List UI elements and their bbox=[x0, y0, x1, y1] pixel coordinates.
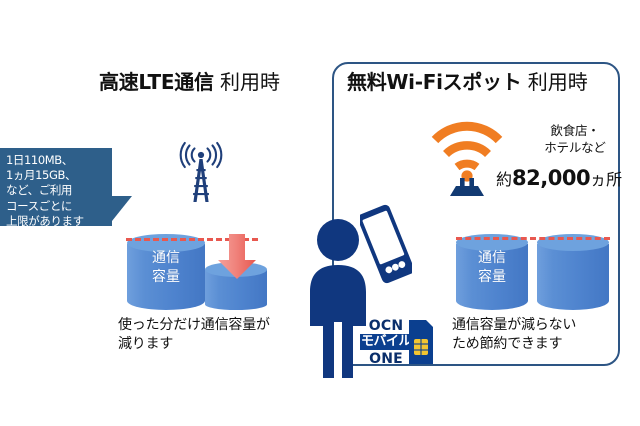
data-capacity-label: 通信 容量 bbox=[478, 250, 506, 285]
lte-section-title: 高速LTE通信 利用時 bbox=[99, 72, 280, 92]
spot-count-suffix: ヵ所 bbox=[590, 170, 623, 189]
sim-card-icon bbox=[409, 320, 433, 364]
cylinder-body bbox=[127, 244, 205, 310]
cell-tower-icon bbox=[172, 138, 230, 204]
wifi-signal-icon bbox=[427, 110, 507, 196]
smartphone-icon bbox=[357, 203, 415, 285]
wifi-caption: 通信容量が減らない ため節約できます bbox=[452, 317, 577, 352]
ocn-logo-line2: モバイル bbox=[360, 334, 412, 350]
ocn-logo-text: OCN モバイル ONE bbox=[360, 318, 412, 368]
ocn-logo-line1: OCN bbox=[368, 318, 404, 334]
cylinder-body bbox=[537, 244, 609, 310]
wifi-title-light: 利用時 bbox=[521, 70, 588, 94]
wifi-section-frame bbox=[332, 62, 620, 366]
lte-title-strong: 高速LTE通信 bbox=[99, 70, 214, 94]
spot-count-number: 82,000 bbox=[512, 166, 591, 190]
ocn-logo-line3: ONE bbox=[369, 351, 403, 367]
data-capacity-label: 通信 容量 bbox=[152, 250, 180, 285]
data-limit-callout: 1日110MB、 1ヵ月15GB、 など、ご利用 コースごとに 上限があります bbox=[0, 148, 112, 228]
red-down-arrow-icon bbox=[216, 234, 258, 280]
ocn-mobile-one-logo: OCN モバイル ONE bbox=[360, 318, 434, 368]
cylinder-body bbox=[456, 244, 528, 310]
callout-tail bbox=[108, 196, 132, 226]
wifi-title-strong: 無料Wi-Fiスポット bbox=[347, 70, 522, 94]
lte-caption: 使った分だけ通信容量が 減ります bbox=[118, 317, 270, 352]
capacity-limit-dashed-line-left bbox=[126, 238, 258, 241]
spot-count-prefix: 約 bbox=[496, 170, 513, 189]
data-capacity-cylinder-full: 通信 容量 bbox=[127, 234, 205, 310]
person-silhouette-icon bbox=[303, 218, 373, 378]
wifi-section-title: 無料Wi-Fiスポット 利用時 bbox=[347, 72, 588, 92]
capacity-limit-dashed-line-right bbox=[456, 237, 610, 240]
data-capacity-cylinder-wifi-b bbox=[537, 234, 609, 310]
wifi-spot-kind-text: 飲食店・ ホテルなど bbox=[544, 123, 606, 155]
lte-title-light: 利用時 bbox=[213, 70, 280, 94]
wifi-spot-count: 約82,000ヵ所 bbox=[496, 166, 640, 190]
data-limit-callout-text: 1日110MB、 1ヵ月15GB、 など、ご利用 コースごとに 上限があります bbox=[6, 153, 84, 228]
data-capacity-cylinder-wifi-a: 通信 容量 bbox=[456, 234, 528, 310]
